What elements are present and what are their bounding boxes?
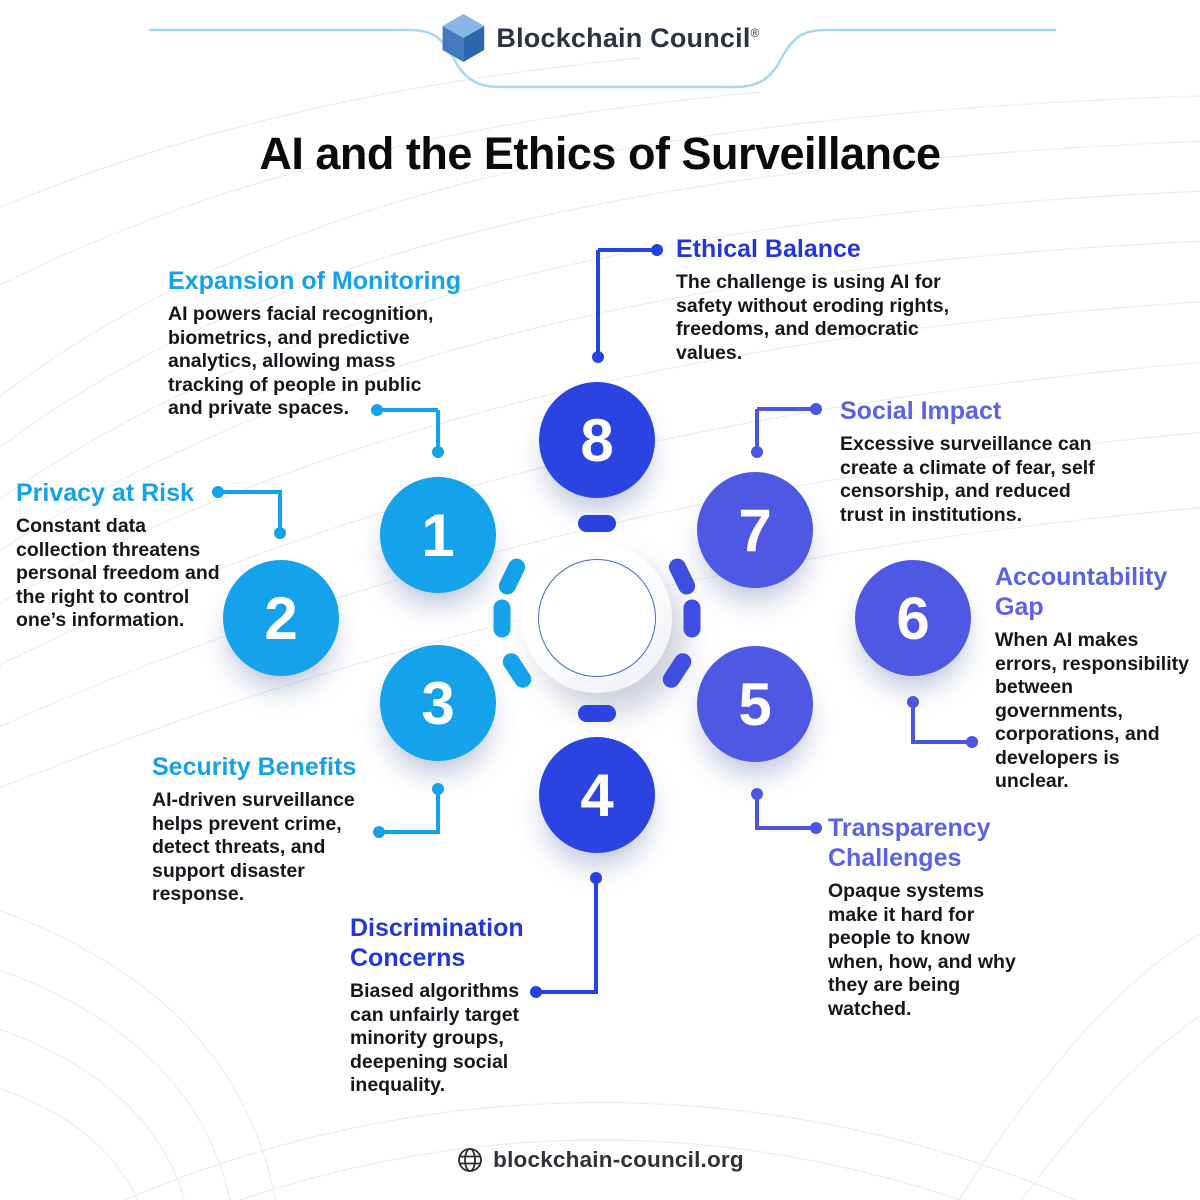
website-url: blockchain-council.org (493, 1147, 744, 1172)
ring-dash-left (493, 599, 511, 638)
section-body: AI-driven surveillance helps prevent cri… (152, 789, 355, 905)
step-number: 4 (580, 761, 614, 829)
section-heading: Expansion of Monitoring (168, 267, 462, 295)
section-body: Constant data collection threatens perso… (16, 515, 220, 631)
section-heading: Discrimination Concerns (350, 914, 524, 972)
section-privacy-at-risk: Privacy at Risk Constant data collection… (16, 478, 236, 633)
section-social-impact: Social Impact Excessive surveillance can… (840, 396, 1120, 527)
step-circle-8: 8 (539, 382, 655, 498)
step-number: 6 (896, 584, 930, 652)
step-number: 7 (738, 496, 772, 564)
step-circle-4: 4 (539, 737, 655, 853)
brand-name: Blockchain Council® (496, 22, 760, 53)
step-circle-7: 7 (697, 472, 813, 588)
ring-dash-bottom (578, 705, 616, 722)
section-security-benefits: Security Benefits AI-driven surveillance… (152, 752, 372, 907)
step-circle-2: 2 (223, 560, 339, 676)
section-ethical-balance: Ethical Balance The challenge is using A… (676, 234, 958, 365)
center-hub-inner-circle (538, 559, 656, 677)
step-number: 2 (264, 584, 298, 652)
section-body: The challenge is using AI for safety wit… (676, 271, 950, 364)
section-heading: Transparency Challenges (828, 814, 991, 872)
section-body: Excessive surveillance can create a clim… (840, 433, 1095, 526)
section-transparency-challenges: Transparency Challenges Opaque systems m… (828, 813, 1033, 1021)
section-body: Opaque systems make it hard for people t… (828, 880, 1016, 1020)
section-heading: Social Impact (840, 397, 1002, 425)
section-body: AI powers facial recognition, biometrics… (168, 303, 434, 419)
section-accountability-gap: Accountability Gap When AI makes errors,… (995, 562, 1200, 794)
step-circle-6: 6 (855, 560, 971, 676)
header-curve (148, 28, 1057, 89)
ring-dash-right (683, 599, 701, 638)
section-discrimination-concerns: Discrimination Concerns Biased algorithm… (350, 913, 550, 1098)
section-heading: Privacy at Risk (16, 479, 194, 507)
step-number: 5 (738, 670, 772, 738)
cube-icon (442, 14, 485, 62)
page-title: AI and the Ethics of Surveillance (259, 128, 941, 179)
section-heading: Security Benefits (152, 753, 357, 781)
section-body: Biased algorithms can unfairly target mi… (350, 980, 520, 1096)
registered-mark: ® (750, 25, 760, 40)
section-heading: Ethical Balance (676, 235, 861, 263)
footer: blockchain-council.org (0, 1146, 1200, 1174)
step-number: 8 (580, 406, 614, 474)
ring-dash-top (578, 515, 616, 532)
section-heading: Accountability Gap (995, 563, 1168, 621)
section-body: When AI makes errors, responsibility bet… (995, 629, 1189, 792)
step-circle-3: 3 (380, 645, 496, 761)
brand-logo: Blockchain Council® (440, 13, 759, 63)
globe-icon (458, 1148, 483, 1172)
step-number: 1 (421, 501, 455, 569)
section-expansion-of-monitoring: Expansion of Monitoring AI powers facial… (168, 266, 468, 421)
step-circle-1: 1 (380, 477, 496, 593)
step-circle-5: 5 (697, 646, 813, 762)
step-number: 3 (421, 669, 455, 737)
